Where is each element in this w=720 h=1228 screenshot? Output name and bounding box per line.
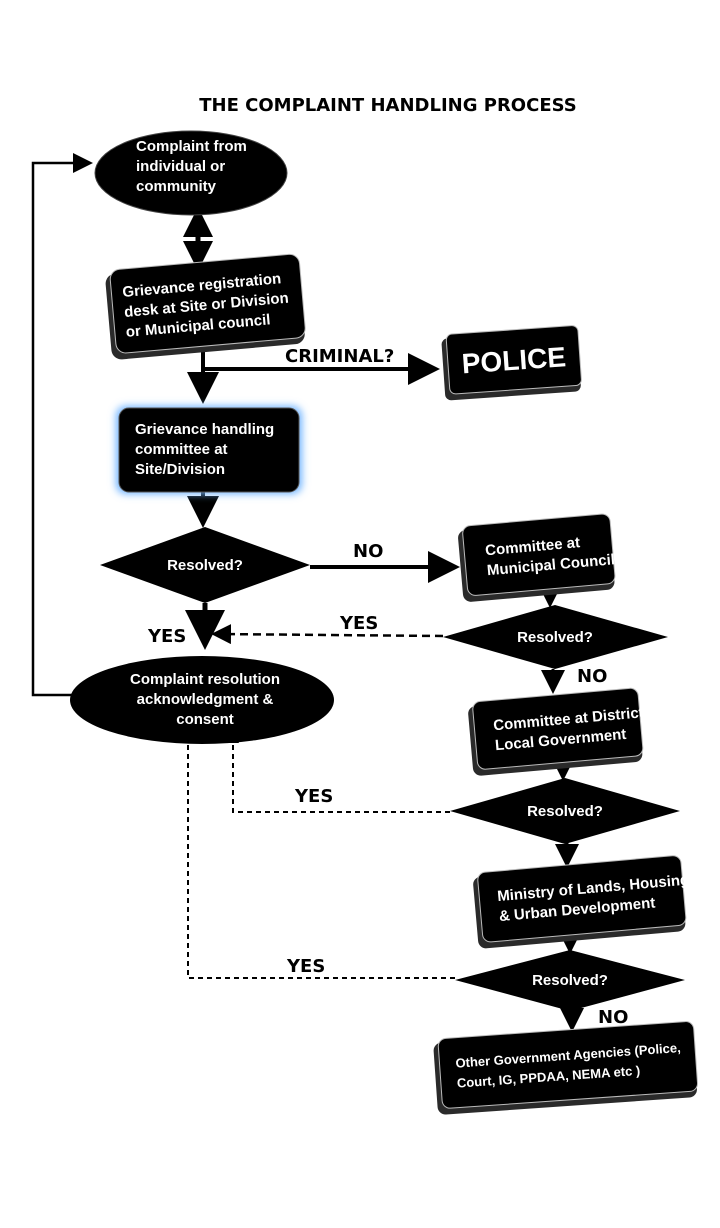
node-text: Grievance handling: [135, 421, 274, 438]
node-resolution: Complaint resolution acknowledgment & co…: [70, 656, 334, 744]
node-police: POLICE: [441, 325, 582, 401]
arrow-yes-4: [182, 731, 455, 979]
label-yes-3: YES: [294, 786, 333, 807]
feedback-loop: [31, 153, 93, 697]
node-text: Site/Division: [135, 461, 225, 478]
diagram-title: THE COMPLAINT HANDLING PROCESS: [199, 95, 576, 116]
connectors: [31, 153, 584, 1032]
decision-resolved-4: Resolved?: [455, 950, 685, 1011]
node-text: committee at: [135, 441, 228, 458]
node-complaint: Complaint from individual or community: [94, 130, 288, 216]
node-municipal: Committee at Municipal Council: [458, 513, 616, 602]
node-text: individual or: [136, 158, 225, 175]
label-no-2: NO: [577, 666, 607, 687]
label-criminal: CRIMINAL?: [285, 346, 394, 367]
label-yes-4: YES: [286, 956, 325, 977]
arrow-yes-2: [211, 624, 444, 645]
node-text: acknowledgment &: [137, 691, 274, 708]
node-text: Resolved?: [527, 803, 603, 820]
node-text: Resolved?: [167, 557, 243, 574]
node-other-agencies: Other Government Agencies (Police, Court…: [433, 1021, 699, 1115]
decision-resolved-2: Resolved?: [443, 605, 668, 669]
decision-resolved-1: Resolved?: [100, 527, 310, 603]
node-text: POLICE: [461, 341, 567, 379]
arrow-yes-3: [227, 731, 450, 813]
node-text: consent: [176, 711, 234, 728]
label-no-3: NO: [598, 1007, 628, 1028]
node-ministry: Ministry of Lands, Housing & Urban Devel…: [473, 855, 690, 949]
node-site-committee: Grievance handling committee at Site/Div…: [116, 406, 302, 494]
node-text: Resolved?: [517, 629, 593, 646]
node-text: Resolved?: [532, 972, 608, 989]
decision-resolved-3: Resolved?: [450, 778, 680, 844]
node-text: community: [136, 178, 217, 195]
node-text: Complaint resolution: [130, 671, 280, 688]
node-text: Complaint from: [136, 138, 247, 155]
node-registration: Grievance registration desk at Site or D…: [105, 253, 306, 360]
node-district: Committee at District Local Government: [468, 687, 644, 776]
label-no-1: NO: [353, 541, 383, 562]
label-yes-2: YES: [339, 613, 378, 634]
label-yes-1: YES: [147, 626, 186, 647]
